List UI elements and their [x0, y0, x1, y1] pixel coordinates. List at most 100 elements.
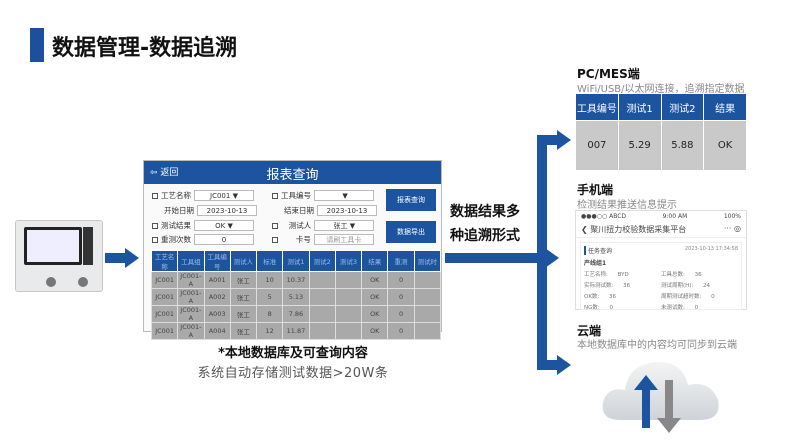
- stat-item: NG数: 0: [584, 305, 613, 311]
- table-cell: JC001-A: [177, 305, 205, 323]
- column-header: 测试3: [334, 250, 363, 272]
- column-header: 测试人: [229, 250, 258, 272]
- table-cell: OK: [361, 305, 389, 323]
- back-button[interactable]: ❮ 聚川扭力校验数据采集平台: [581, 225, 687, 234]
- more-icon[interactable]: ··· ◎: [723, 224, 741, 233]
- table-cell: JC001: [150, 271, 179, 289]
- column-header: 工具编号: [575, 93, 619, 121]
- table-cell: A001: [203, 271, 231, 289]
- table-cell: 11.87: [282, 322, 310, 340]
- retest-input[interactable]: 0: [194, 234, 254, 245]
- table-cell: JC001-A: [177, 271, 205, 289]
- stat-item: 工艺名称: BYD: [584, 272, 629, 278]
- table-cell: A004: [203, 322, 231, 340]
- card-input[interactable]: 请刷工具卡: [313, 234, 374, 245]
- table-cell: 10.37: [282, 271, 310, 289]
- table-cell: OK: [703, 120, 747, 171]
- column-header: 测试时: [413, 250, 442, 272]
- table-cell: [413, 305, 442, 323]
- table-cell: [334, 288, 363, 306]
- table-cell: 8: [256, 305, 284, 323]
- table-cell: JC001: [150, 322, 179, 340]
- column-header: 测试1: [617, 93, 662, 121]
- table-cell: JC001: [150, 305, 179, 323]
- checkbox[interactable]: [272, 222, 278, 229]
- table-cell: 0: [387, 271, 415, 289]
- result-select[interactable]: OK ▼: [194, 220, 254, 231]
- query-button[interactable]: 报表查询: [386, 189, 436, 211]
- column-header: 测试2: [308, 250, 336, 272]
- column-header: 标准: [256, 250, 284, 272]
- table-cell: 7.86: [282, 305, 310, 323]
- checkbox[interactable]: [152, 222, 158, 229]
- arrow-right-icon: [125, 248, 139, 268]
- table-cell: A002: [203, 288, 231, 306]
- table-cell: OK: [361, 322, 389, 340]
- stat-item: 工具总数: 36: [661, 272, 702, 278]
- column-header: 测试1: [282, 250, 310, 272]
- cloud-title: 云端: [577, 324, 602, 338]
- arrow-right-icon: [557, 130, 571, 150]
- device-image: [15, 220, 103, 292]
- checkbox[interactable]: [152, 236, 158, 243]
- column-header: 工具组: [177, 250, 205, 272]
- stat-item: 周期测试超时数: 0: [661, 294, 715, 300]
- tester-select[interactable]: 张工 ▼: [314, 220, 375, 231]
- arrow-shaft: [105, 253, 127, 263]
- middle-text: 数据结果多种追溯形式: [450, 204, 520, 244]
- table-cell: [308, 305, 336, 323]
- stat-item: 实际测试数: 36: [584, 283, 631, 289]
- cloud-subtitle: 本地数据库中的内容均可同步到云端: [577, 340, 737, 351]
- mobile-title: 手机端: [577, 183, 614, 197]
- branch-line: [537, 360, 559, 370]
- page-title: 数据管理-数据追溯: [52, 36, 238, 61]
- table-cell: A003: [203, 305, 231, 323]
- branch-arrow: [445, 253, 545, 263]
- report-title: 报表查询: [266, 168, 319, 183]
- table-cell: 007: [575, 120, 619, 171]
- table-cell: 5.13: [282, 288, 310, 306]
- branch-line: [537, 135, 547, 370]
- checkbox[interactable]: [272, 192, 278, 199]
- arrow-right-icon: [557, 355, 571, 375]
- table-cell: 张工: [229, 288, 258, 306]
- column-header: 重测: [387, 250, 415, 272]
- checkbox[interactable]: [152, 192, 158, 199]
- table-cell: 12: [256, 322, 284, 340]
- table-cell: 5: [256, 288, 284, 306]
- table-cell: 5.29: [617, 120, 662, 171]
- table-cell: 0: [387, 322, 415, 340]
- table-cell: [308, 322, 336, 340]
- table-cell: 0: [387, 288, 415, 306]
- title-accent: [30, 28, 44, 62]
- table-cell: JC001-A: [177, 288, 205, 306]
- table-cell: 张工: [229, 271, 258, 289]
- stat-item: 测试周期(H): 24: [661, 283, 711, 289]
- back-button[interactable]: ⇦ 返回: [150, 168, 179, 178]
- table-cell: 张工: [229, 322, 258, 340]
- table-cell: [334, 322, 363, 340]
- branch-line: [537, 135, 559, 145]
- column-header: 工具编号: [203, 250, 231, 272]
- end-date-input[interactable]: 2023-10-13: [317, 205, 377, 216]
- table-cell: OK: [361, 288, 389, 306]
- checkbox[interactable]: [272, 236, 278, 243]
- table-cell: [413, 288, 442, 306]
- tool-no-select[interactable]: ▼: [314, 190, 374, 201]
- start-date-input[interactable]: 2023-10-13: [197, 205, 257, 216]
- column-header: 测试2: [660, 93, 705, 121]
- stat-item: OK数: 36: [584, 294, 617, 300]
- table-cell: [334, 305, 363, 323]
- table-cell: 张工: [229, 305, 258, 323]
- export-button[interactable]: 数据导出: [386, 221, 436, 243]
- process-select[interactable]: JC001 ▼: [194, 190, 254, 201]
- caption-local-db: *本地数据库及可查询内容: [218, 346, 368, 361]
